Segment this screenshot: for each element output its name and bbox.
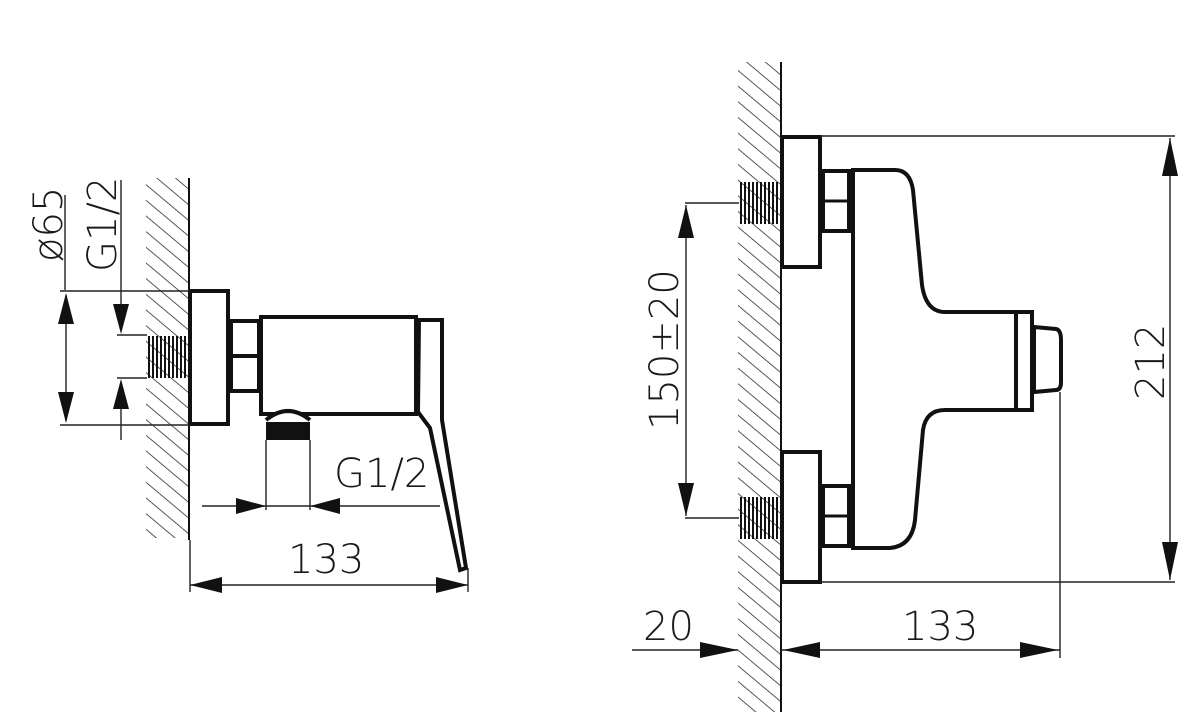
upper-escutcheon [780,135,822,269]
inlet-thread [147,336,187,378]
label-wall-offset: 20 [643,604,694,650]
label-top-depth: 133 [902,604,978,650]
outlet-cap [264,409,312,422]
label-outlet-thread: G1/2 [334,451,429,497]
side-view [58,178,469,593]
label-inlet-spacing: 150±20 [642,269,688,430]
label-diameter: ø65 [26,187,72,262]
top-view [632,62,1178,712]
lower-escutcheon [780,450,822,584]
outlet-thread [266,422,310,440]
lower-inlet-thread [739,497,779,539]
upper-inlet-thread [739,182,779,224]
label-inlet-thread: G1/2 [80,177,126,272]
cartridge-cap [1032,324,1063,395]
lever-handle [415,318,469,573]
mixer-body [259,315,418,416]
escutcheon [188,289,230,426]
mixer-body [851,168,1018,550]
cartridge-ring [1014,310,1034,412]
label-side-depth: 133 [288,537,364,583]
wall-hatch [738,62,780,712]
label-height: 212 [1128,324,1174,400]
